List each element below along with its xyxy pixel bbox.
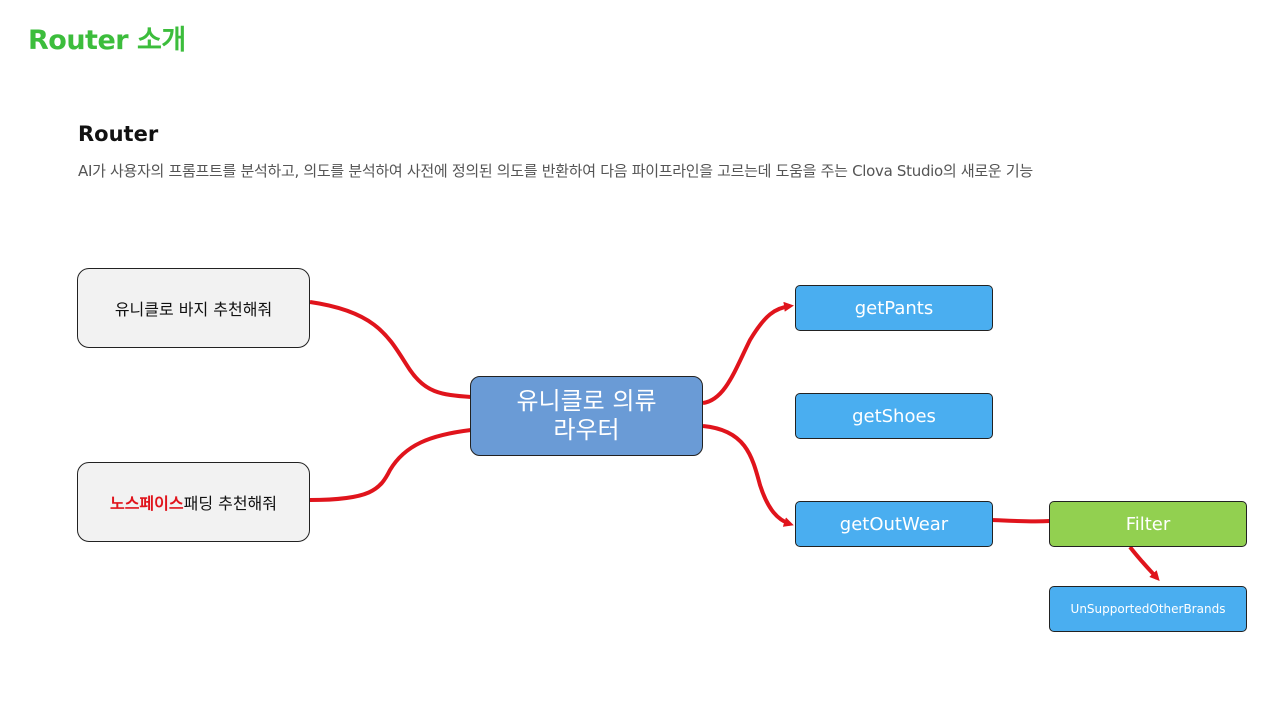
unsupported-brands-node: UnSupportedOtherBrands — [1049, 586, 1247, 632]
query-text: 유니클로 바지 추천해줘 — [114, 300, 273, 319]
function-node-getpants: getPants — [795, 285, 993, 331]
connector-query2-router — [309, 428, 472, 502]
function-node-getoutwear: getOutWear — [795, 501, 993, 547]
filter-node: Filter — [1049, 501, 1247, 547]
page-title: Router 소개 — [28, 25, 186, 56]
function-label: getPants — [854, 297, 934, 319]
query-node-padding: 노스페이스 패딩 추천해줘 — [77, 462, 310, 542]
connector-filter-unsupported — [1128, 545, 1160, 581]
query-node-pants: 유니클로 바지 추천해줘 — [77, 268, 310, 348]
unsupported-brands-label: UnSupportedOtherBrands — [1070, 602, 1226, 616]
function-label: getOutWear — [839, 513, 949, 535]
query-brand: 노스페이스 — [109, 494, 184, 513]
filter-label: Filter — [1125, 513, 1171, 535]
connector-getoutwear-filter — [992, 518, 1051, 524]
router-node: 유니클로 의류 라우터 — [470, 376, 703, 456]
section-description: AI가 사용자의 프롬프트를 분석하고, 의도를 분석하여 사전에 정의된 의도… — [78, 162, 1033, 180]
function-label: getShoes — [852, 405, 936, 427]
router-label-line2: 라우터 — [553, 416, 620, 444]
router-label-line1: 유니클로 의류 — [516, 387, 657, 415]
connector-query1-router — [309, 300, 472, 399]
function-node-getshoes: getShoes — [795, 393, 993, 439]
query-text: 패딩 추천해줘 — [183, 494, 277, 513]
connector-router-getoutwear — [702, 424, 794, 527]
section-title: Router — [78, 122, 159, 146]
connector-router-getpants — [702, 301, 794, 405]
